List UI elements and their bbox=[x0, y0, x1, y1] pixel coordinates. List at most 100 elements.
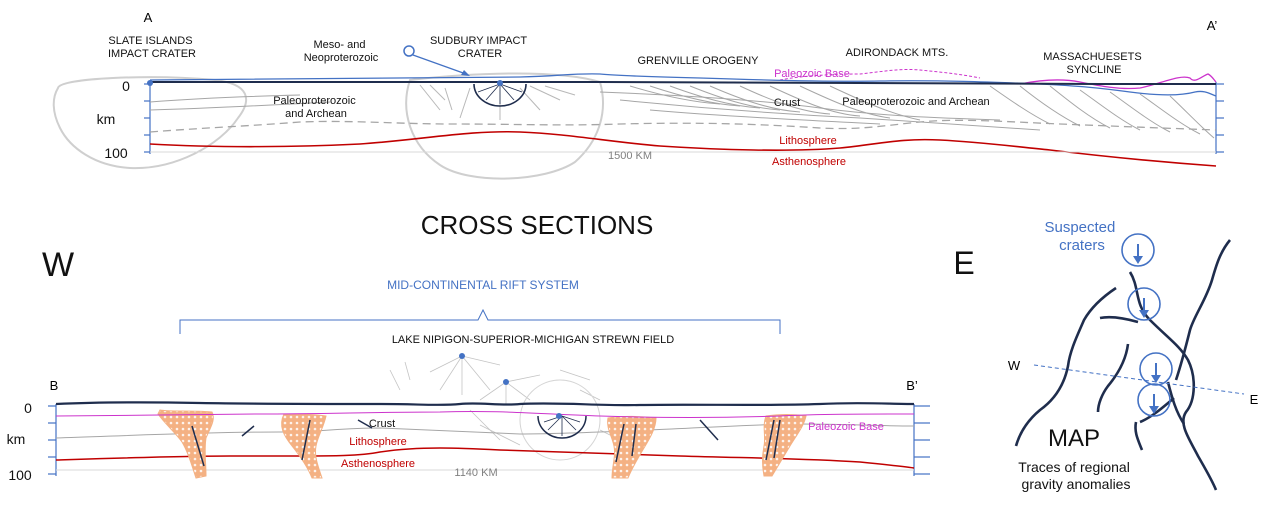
meso-pointer-arrowhead bbox=[461, 70, 470, 76]
section-a-crust-label: Crust bbox=[774, 97, 800, 109]
rift-body-4 bbox=[762, 414, 807, 477]
gravity-anomaly-traces bbox=[1014, 239, 1232, 491]
section-a-depth-axis bbox=[144, 82, 151, 154]
grenville-fold-lines bbox=[629, 85, 1215, 139]
strewn-field-label: LAKE NIPIGON-SUPERIOR-MICHIGAN STREWN FI… bbox=[392, 334, 674, 346]
suspected-crater-2 bbox=[1127, 287, 1161, 321]
section-a-right-axis bbox=[1215, 82, 1224, 154]
slate-islands-label-line-2: IMPACT CRATER bbox=[108, 48, 196, 60]
slate-islands-label: SLATE ISLANDS IMPACT CRATER bbox=[108, 35, 196, 60]
massachusetts-label: MASSACHUESETS SYNCLINE bbox=[1043, 51, 1144, 76]
map-east-label: E bbox=[1250, 392, 1259, 407]
paleo-archean-left-line-2: and Archean bbox=[285, 108, 347, 120]
rift-body-1 bbox=[157, 409, 214, 479]
east-label: E bbox=[953, 245, 974, 281]
west-label: W bbox=[42, 246, 74, 284]
map-caption-line-2: gravity anomalies bbox=[1022, 476, 1131, 492]
section-a-scale-label: 1500 KM bbox=[608, 150, 652, 162]
section-b-axis-top: 0 bbox=[24, 400, 32, 416]
sudbury-label-line: SUDBURY IMPACT bbox=[430, 35, 527, 47]
section-b-crater-bowl bbox=[537, 415, 587, 439]
paleo-archean-left-line: Paleoproterozoic bbox=[273, 95, 356, 107]
sudbury-bowl-rays bbox=[477, 83, 523, 104]
rift-system-label: MID-CONTINENTAL RIFT SYSTEM bbox=[387, 278, 579, 292]
section-a-asthenosphere-label: Asthenosphere bbox=[772, 156, 846, 168]
section-a-surface bbox=[150, 80, 1216, 85]
sudbury-label: SUDBURY IMPACT CRATER bbox=[430, 35, 530, 60]
suspected-craters-label: Suspected craters bbox=[1044, 219, 1119, 254]
map-panel: Suspected craters bbox=[1008, 219, 1259, 492]
section-b-crust-label: Crust bbox=[369, 418, 395, 430]
section-a-start-marker: A bbox=[144, 10, 153, 25]
grenville-label: GRENVILLE OROGENY bbox=[637, 55, 759, 67]
map-profile-line bbox=[1033, 364, 1245, 395]
slate-islands-impact-marker bbox=[147, 80, 153, 86]
slate-islands-crater-outline bbox=[52, 76, 248, 170]
strewn-field-fractures bbox=[389, 355, 621, 446]
section-a-axis-unit: km bbox=[97, 111, 116, 127]
strewn-crater-large-outline bbox=[519, 379, 601, 461]
suspected-crater-circles bbox=[1121, 233, 1173, 417]
meso-pointer-circle bbox=[403, 45, 415, 57]
meso-label-line-2: Neoproterozoic bbox=[304, 52, 379, 64]
section-b-surface bbox=[55, 401, 915, 407]
section-b-lithosphere-base bbox=[55, 447, 915, 469]
section-b-impact-marker bbox=[556, 413, 562, 419]
section-a-axis-bottom: 100 bbox=[104, 145, 128, 161]
paleo-archean-left-label: Paleoproterozoic and Archean bbox=[273, 95, 359, 120]
meso-label-line: Meso- and bbox=[313, 39, 365, 51]
sudbury-fractures bbox=[419, 84, 576, 120]
section-b-axis-bottom: 100 bbox=[8, 467, 32, 483]
page-title: CROSS SECTIONS bbox=[421, 210, 654, 240]
section-b-start-marker: B bbox=[50, 378, 59, 393]
section-b-faults bbox=[191, 419, 781, 467]
map-title: MAP bbox=[1048, 425, 1100, 452]
section-b-asthenosphere-label: Asthenosphere bbox=[341, 458, 415, 470]
section-a-crust-layering bbox=[149, 91, 1041, 131]
sudbury-crater-outline bbox=[405, 72, 604, 180]
rift-body-2 bbox=[281, 413, 327, 479]
suspected-crater-3 bbox=[1139, 352, 1173, 386]
section-a-axis-top: 0 bbox=[122, 78, 130, 94]
meso-label: Meso- and Neoproterozoic bbox=[304, 39, 379, 64]
section-a: A A’ SLATE ISLANDS IMPACT CRATER Meso- a… bbox=[52, 10, 1224, 180]
section-b-axis-unit: km bbox=[7, 431, 26, 447]
section-a-blue-surface bbox=[149, 73, 1217, 97]
section-b-end-marker: B’ bbox=[906, 378, 918, 393]
paleozoic-base-solid bbox=[1019, 73, 1217, 90]
section-a-lithosphere-label: Lithosphere bbox=[779, 135, 837, 147]
suspected-craters-text: Suspected bbox=[1044, 219, 1115, 236]
section-a-lithosphere-base bbox=[149, 130, 1217, 167]
section-a-end-marker: A’ bbox=[1207, 18, 1218, 33]
slate-islands-label-line: SLATE ISLANDS bbox=[108, 35, 192, 47]
section-b-paleozoic-base bbox=[55, 410, 915, 418]
section-b-right-axis bbox=[913, 404, 930, 476]
sudbury-crater-bowl bbox=[473, 83, 527, 107]
strewn-impact-marker-2 bbox=[503, 379, 509, 385]
section-a-paleozoic-label: Paleozoic Base bbox=[774, 68, 850, 80]
section-b-scale-label: 1140 KM bbox=[454, 467, 497, 479]
sudbury-label-line-2: CRATER bbox=[458, 48, 502, 60]
meso-pointer-arrow bbox=[412, 54, 467, 75]
section-b: MID-CONTINENTAL RIFT SYSTEM LAKE NIPIGON… bbox=[7, 278, 930, 483]
rift-system-bracket bbox=[179, 308, 781, 334]
rift-body-3 bbox=[607, 416, 657, 479]
strewn-impact-marker-1 bbox=[459, 353, 465, 359]
sudbury-impact-marker bbox=[497, 80, 503, 86]
section-b-paleozoic-label: Paleozoic Base bbox=[808, 421, 884, 433]
suspected-crater-1 bbox=[1121, 233, 1155, 267]
suspected-craters-text-2: craters bbox=[1059, 237, 1105, 254]
map-caption-line: Traces of regional bbox=[1018, 459, 1130, 475]
paleozoic-base-dashed bbox=[779, 69, 981, 81]
massachusetts-label-line: MASSACHUESETS bbox=[1043, 51, 1141, 63]
section-b-lithosphere-label: Lithosphere bbox=[349, 436, 407, 448]
suspected-crater-4 bbox=[1137, 383, 1171, 417]
adirondack-label: ADIRONDACK MTS. bbox=[846, 47, 949, 59]
map-west-label: W bbox=[1008, 358, 1021, 373]
massachusetts-label-line-2: SYNCLINE bbox=[1066, 64, 1121, 76]
section-b-depth-axis bbox=[48, 404, 57, 476]
paleo-archean-right-label: Paleoproterozoic and Archean bbox=[842, 96, 989, 108]
map-caption: Traces of regional gravity anomalies bbox=[1018, 459, 1133, 492]
section-a-moho-dashed bbox=[149, 119, 1217, 133]
